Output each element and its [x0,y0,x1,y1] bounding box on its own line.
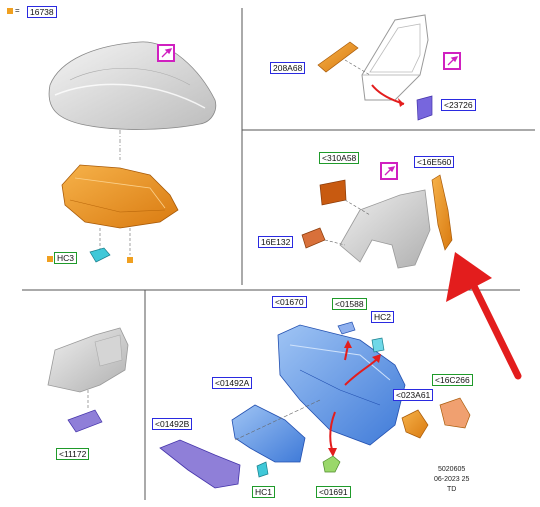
callout-023A61[interactable]: <023A61 [393,389,434,401]
magnifier-icon[interactable] [157,44,175,62]
hc3-clip-part [89,247,111,263]
bracket-11172-part [67,409,103,433]
clip-01691-part [322,455,341,473]
callout-16C266[interactable]: <16C266 [432,374,473,386]
callout-01492A[interactable]: <01492A [212,377,253,389]
callout-11172[interactable]: <11172 [56,448,90,460]
front-fender-part [339,189,431,269]
stamp-line-3: TD [447,486,457,493]
callout-01588[interactable]: <01588 [332,298,367,310]
legend-orange-square-icon [7,8,13,14]
callout-310A58[interactable]: <310A58 [319,152,360,164]
bracket-023A61-part [401,409,429,439]
stamp-line-2: 06-2023 25 [434,476,470,483]
callout-HC2[interactable]: HC2 [371,311,395,323]
hc1-clip-part [256,461,269,478]
door-pad-part [416,95,433,121]
callout-16E560[interactable]: <16E560 [414,156,455,168]
callout-01492B[interactable]: <01492B [152,418,193,430]
magnifier-icon[interactable] [380,162,398,180]
dash-lower-insulator-part [159,439,241,489]
callout-23726[interactable]: <23726 [441,99,476,111]
callout-01670[interactable]: <01670 [272,296,307,308]
magnifier-icon[interactable] [443,52,461,70]
bracket-16C266-part [439,397,471,429]
red-arrow-icon [446,252,522,380]
hood-insulator-part [61,164,179,229]
stamp-line-1: 5020605 [438,466,466,473]
fender-bracket-block-part [319,179,347,206]
callout-16E132[interactable]: 16E132 [258,236,294,248]
fender-insulator-strip-part [431,174,453,251]
panel-dividers [22,8,535,500]
legend-equals: = [15,6,20,15]
hc2-clip-part [371,337,385,353]
dash-insulator-part [231,404,306,463]
callout-HC1[interactable]: HC1 [252,486,276,498]
callout-208A68[interactable]: 208A68 [270,62,306,74]
door-bracket-part [317,41,359,73]
legend-code: 16738 [27,6,57,18]
callout-HC3[interactable]: HC3 [54,252,78,264]
hood-part [48,41,217,130]
front-door-part [361,14,429,101]
dash-panel-part [277,324,406,446]
engine-compartment-part [47,327,129,393]
fender-pad-part [301,227,326,249]
bracket-01588-part [337,321,356,335]
callout-01691[interactable]: <01691 [316,486,351,498]
